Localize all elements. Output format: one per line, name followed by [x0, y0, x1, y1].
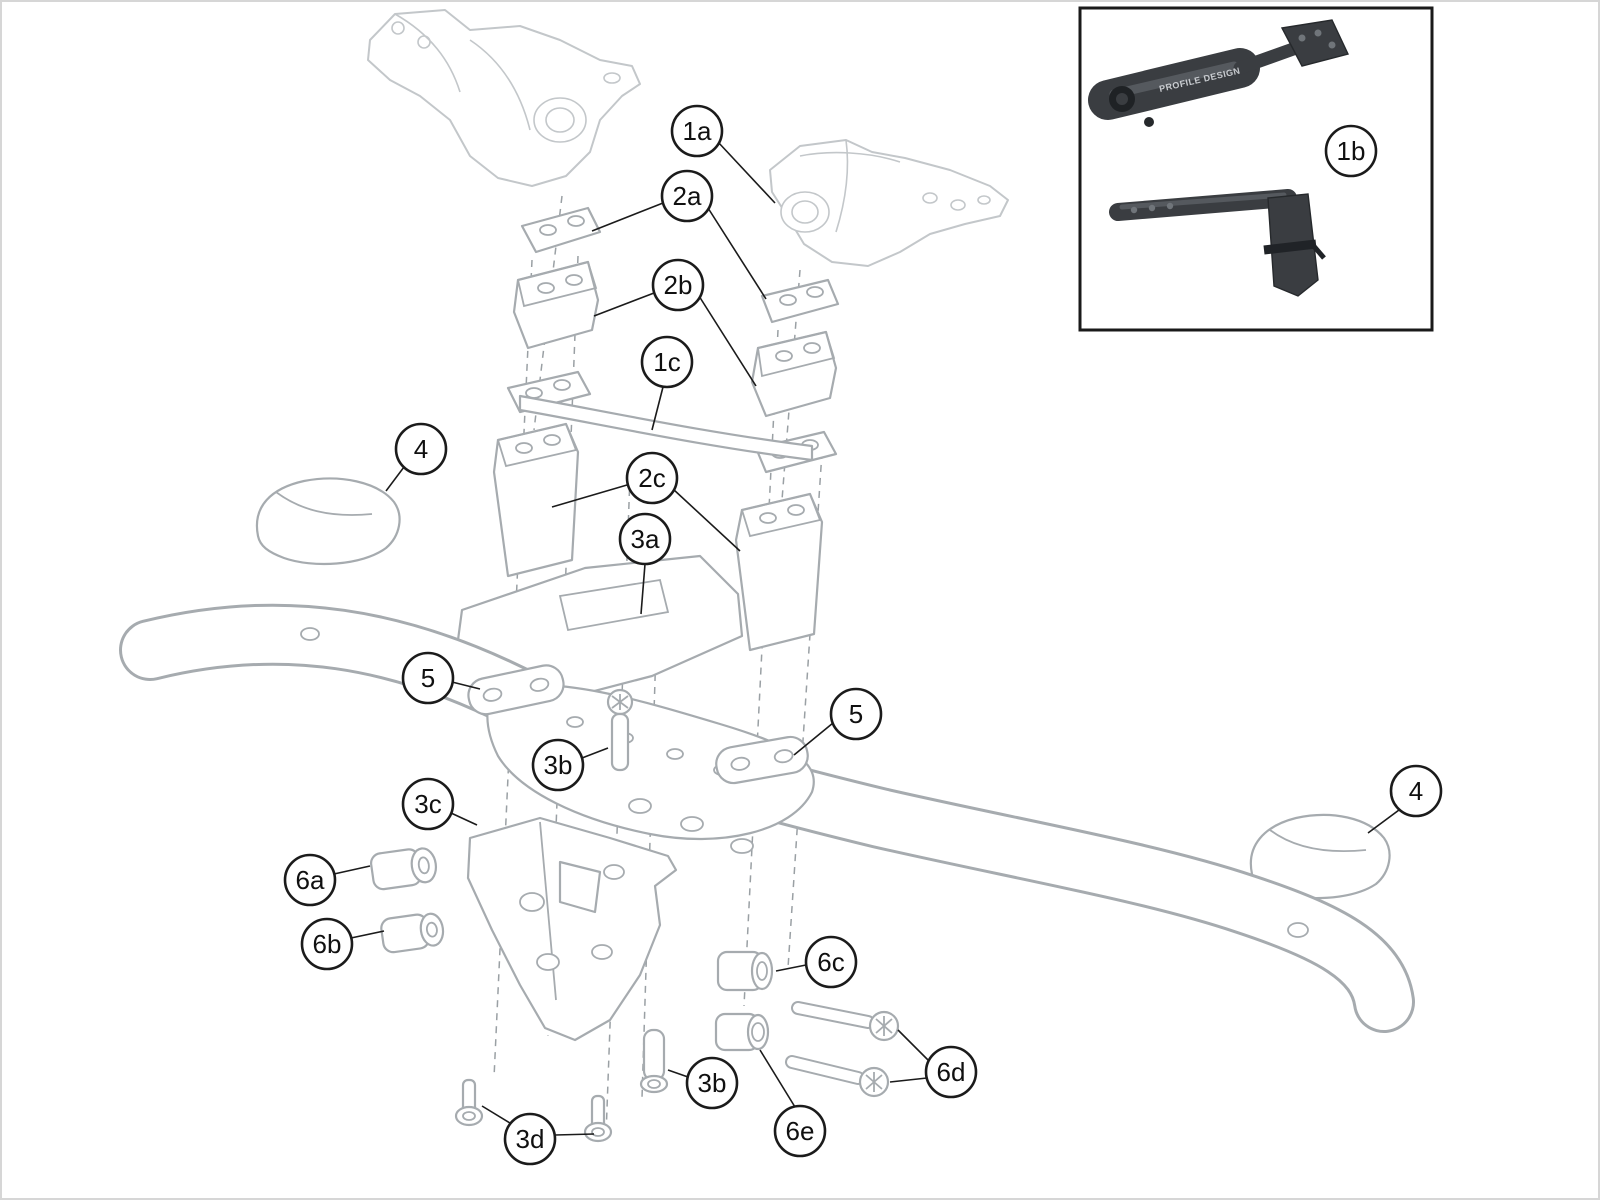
screw-6d-lower: [785, 1055, 890, 1098]
callout-6e: 6e: [759, 1049, 827, 1158]
svg-text:4: 4: [1409, 776, 1423, 806]
bar-hole: [1287, 922, 1309, 938]
barrel-nut-6a: [370, 847, 438, 891]
mount-slot: [558, 578, 670, 632]
svg-text:1c: 1c: [653, 347, 680, 377]
torx-mark: [611, 694, 629, 710]
svg-text:1b: 1b: [1337, 136, 1366, 166]
callout-3d: 3d: [481, 1105, 595, 1166]
bolt-3d-left: [454, 1078, 484, 1127]
svg-text:6c: 6c: [817, 947, 844, 977]
riser-block-right-2c: [734, 492, 824, 652]
callout-4-left: 4: [385, 422, 448, 492]
spacer-tall-right: [750, 330, 838, 418]
product-photo-top: PROFILE DESIGN: [1088, 19, 1349, 127]
callout-6d: 6d: [889, 1029, 978, 1099]
bar-hole: [300, 627, 320, 641]
armrest-pad-right: [1249, 813, 1391, 900]
callout-6c: 6c: [775, 935, 858, 989]
callout-6a: 6a: [283, 853, 371, 907]
armrest-pad-left: [255, 477, 401, 566]
callout-3b-top: 3b: [531, 738, 609, 792]
svg-text:6b: 6b: [313, 929, 342, 959]
base-bar: [119, 603, 1415, 1033]
barrel-nut-6c: [716, 950, 774, 992]
bolt-3b-bottom: [639, 1028, 669, 1094]
callout-2c: 2c: [551, 451, 741, 552]
svg-text:3c: 3c: [414, 789, 441, 819]
strap: [1263, 239, 1317, 255]
inset-product-box: PROFILE DESIGN: [1078, 6, 1434, 332]
spacer-thin-right: [760, 278, 840, 324]
product-photo-bottom: [1109, 189, 1326, 297]
svg-text:2c: 2c: [638, 463, 665, 493]
callout-2a: 2a: [591, 169, 767, 300]
screw-6d-upper: [791, 1001, 900, 1042]
svg-text:1a: 1a: [683, 116, 712, 146]
callout-5-right: 5: [793, 687, 883, 756]
barrel-nut-6b: [380, 912, 445, 954]
spacer-tall-left: [512, 260, 600, 350]
callout-1c: 1c: [640, 335, 694, 431]
svg-text:6d: 6d: [937, 1057, 966, 1087]
callouts: 1a 2a 2b 1c 4 2c: [283, 104, 1443, 1166]
callout-3b-bottom: 3b: [667, 1056, 739, 1110]
svg-text:3b: 3b: [544, 750, 573, 780]
svg-text:2b: 2b: [664, 270, 693, 300]
spacer-thin-left: [520, 206, 602, 254]
callout-4-right: 4: [1367, 764, 1443, 834]
nut-6e: [714, 1012, 770, 1052]
bolt-3d-right: [583, 1094, 613, 1143]
clamp-plate-5-left: [467, 664, 565, 716]
callout-3a: 3a: [618, 512, 672, 615]
clamp-bolt: [1144, 117, 1154, 127]
stem-clamp-ghost: [367, 9, 641, 187]
svg-text:2a: 2a: [673, 181, 702, 211]
bolt-3b-top: [606, 688, 634, 772]
torx-mark: [875, 1016, 893, 1036]
svg-text:5: 5: [849, 699, 863, 729]
torx-mark: [865, 1072, 883, 1092]
bridge-plate-1c: [518, 394, 814, 462]
mount-plate: [1280, 19, 1349, 67]
bracket-3c: [466, 816, 678, 1042]
svg-text:5: 5: [421, 663, 435, 693]
svg-text:4: 4: [414, 434, 428, 464]
riser-block-left-2c: [492, 422, 580, 578]
svg-text:3a: 3a: [631, 524, 660, 554]
callout-2b: 2b: [593, 258, 757, 387]
callout-5-left: 5: [401, 651, 481, 705]
callout-1b: 1b: [1324, 124, 1378, 178]
svg-text:6a: 6a: [296, 865, 325, 895]
stem-clamp-1a: [769, 139, 1009, 267]
callout-1a: 1a: [670, 104, 776, 204]
clamp-plate-5-right: [715, 735, 809, 785]
svg-text:3d: 3d: [516, 1124, 545, 1154]
callout-3c: 3c: [401, 777, 478, 831]
svg-text:6e: 6e: [786, 1116, 815, 1146]
svg-text:3b: 3b: [698, 1068, 727, 1098]
callout-6b: 6b: [300, 917, 385, 971]
